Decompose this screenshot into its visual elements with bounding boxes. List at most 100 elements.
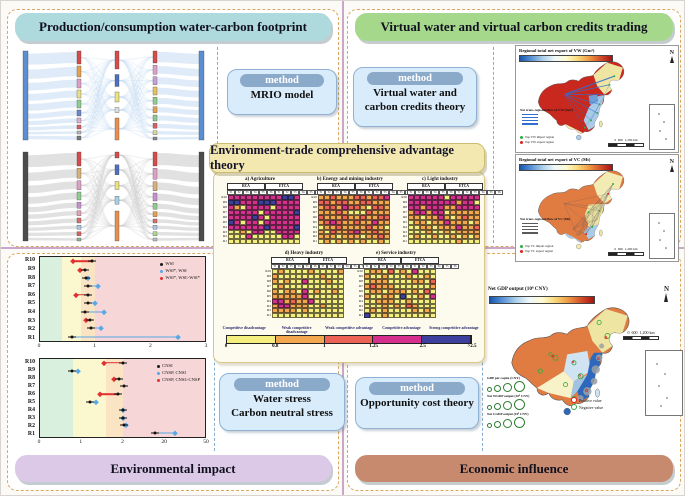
heatmap-cell (234, 239, 240, 245)
connector-line (103, 362, 123, 364)
heatmap-cell (394, 274, 400, 279)
heatmap-cell (418, 303, 424, 309)
x-tick-label: 2 (121, 439, 124, 445)
heatmap-cell (438, 229, 444, 235)
heatmap-cell (282, 195, 288, 201)
heatmap-cell (378, 209, 384, 215)
gdp-value-legend: Positive value Negative value (571, 396, 603, 410)
import-dot-icon (520, 244, 523, 248)
heatmap-cell (414, 224, 420, 230)
heatmap-cell (228, 200, 234, 205)
net-wgdp-label: Net WGDP output (10⁸ CNY) (487, 394, 530, 398)
heatmap-cell (420, 200, 426, 205)
heatmap-cell (408, 195, 414, 201)
heatmap-cell (294, 234, 300, 240)
heatmap-cell (234, 219, 240, 225)
heatmap-cell (420, 219, 426, 225)
heatmap-cell (364, 303, 370, 309)
heatmap-cell (326, 269, 332, 275)
heatmap-cell (354, 214, 360, 220)
heatmap-cell (314, 269, 320, 275)
heatmap-cell (418, 269, 424, 275)
heatmap-cell (384, 205, 390, 210)
heatmap-cell (342, 195, 348, 201)
heatmap-cell (258, 209, 264, 215)
heatmap-cell (394, 279, 400, 284)
heatmap-cell (332, 308, 338, 314)
heatmap-cell (314, 298, 320, 304)
heatmap-cell (288, 195, 294, 201)
row-label: R3 (27, 317, 35, 324)
heatmap-cell (456, 219, 462, 225)
heatmap-cell (252, 219, 258, 225)
heatmap-cell (348, 200, 354, 205)
row-label: R7 (27, 383, 35, 389)
heatmap-cell (252, 195, 258, 201)
heatmap-cell (284, 303, 290, 309)
heatmap-cell (282, 224, 288, 230)
heatmap-cell (332, 313, 338, 319)
heatmap-cell (438, 209, 444, 215)
vc-export-label: Top VC export region (525, 249, 553, 253)
heatmap-cell (240, 209, 246, 215)
heatmap-cell (378, 219, 384, 225)
heatmap-cell (370, 283, 376, 289)
heatmap-cell (378, 224, 384, 230)
heatmap-cell (348, 224, 354, 230)
heatmap-cell (370, 293, 376, 299)
vw-colorbar (519, 55, 613, 62)
heatmap-cell (370, 303, 376, 309)
heatmap-cell (288, 234, 294, 240)
method-text: Opportunity cost theory (356, 397, 478, 411)
heatmap-cell (370, 269, 376, 275)
heatmap-cell (276, 234, 282, 240)
heatmap-cell (296, 269, 302, 275)
heatmap-cell (330, 239, 336, 245)
heatmap-cell (378, 234, 384, 240)
legend-color-segment (324, 336, 374, 343)
heatmap-cell (314, 303, 320, 309)
heatmap-cell (382, 313, 388, 319)
heatmap-cell (246, 195, 252, 201)
heatmap-cell (294, 214, 300, 220)
heatmap-cell (400, 283, 406, 289)
heatmap-cell (444, 239, 450, 245)
vw-dot-legend: Top VW import region Top VW export regio… (520, 134, 554, 144)
heatmap-cell (420, 224, 426, 230)
heatmap-cell (302, 279, 308, 284)
heatmap-cell (234, 229, 240, 235)
heatmap-cell (318, 239, 324, 245)
heatmap-cell (246, 214, 252, 220)
heatmap-cell (294, 224, 300, 230)
heatmap-cell (258, 200, 264, 205)
x-tick-label: 1 (93, 343, 97, 349)
heatmap-cell (444, 224, 450, 230)
heatmap-cell (388, 293, 394, 299)
heatmap-cell (424, 298, 430, 304)
gdp-scalebar: 0 600 1,200 km (623, 330, 659, 340)
map-gdp-title: Net GDP output (10⁸ CNY) (488, 286, 548, 292)
heatmap-cell (462, 195, 468, 201)
heatmap-cell (364, 308, 370, 314)
heatmap-cell (384, 214, 390, 220)
heatmap-cell (336, 229, 342, 235)
heatmap-cell (272, 298, 278, 304)
legend-label: Strong competitive advantage (429, 326, 479, 330)
heatmap-cell (364, 269, 370, 275)
heatmap-cell (450, 209, 456, 215)
heatmap-cell (342, 214, 348, 220)
heatmap-cell (366, 195, 372, 201)
heatmap-cell (258, 234, 264, 240)
heatmap-cell (294, 209, 300, 215)
north-arrow-icon: N (670, 50, 674, 63)
data-point (86, 293, 90, 297)
heatmap-cell (276, 224, 282, 230)
heatmap-cell (408, 200, 414, 205)
heatmap-cell (370, 298, 376, 304)
